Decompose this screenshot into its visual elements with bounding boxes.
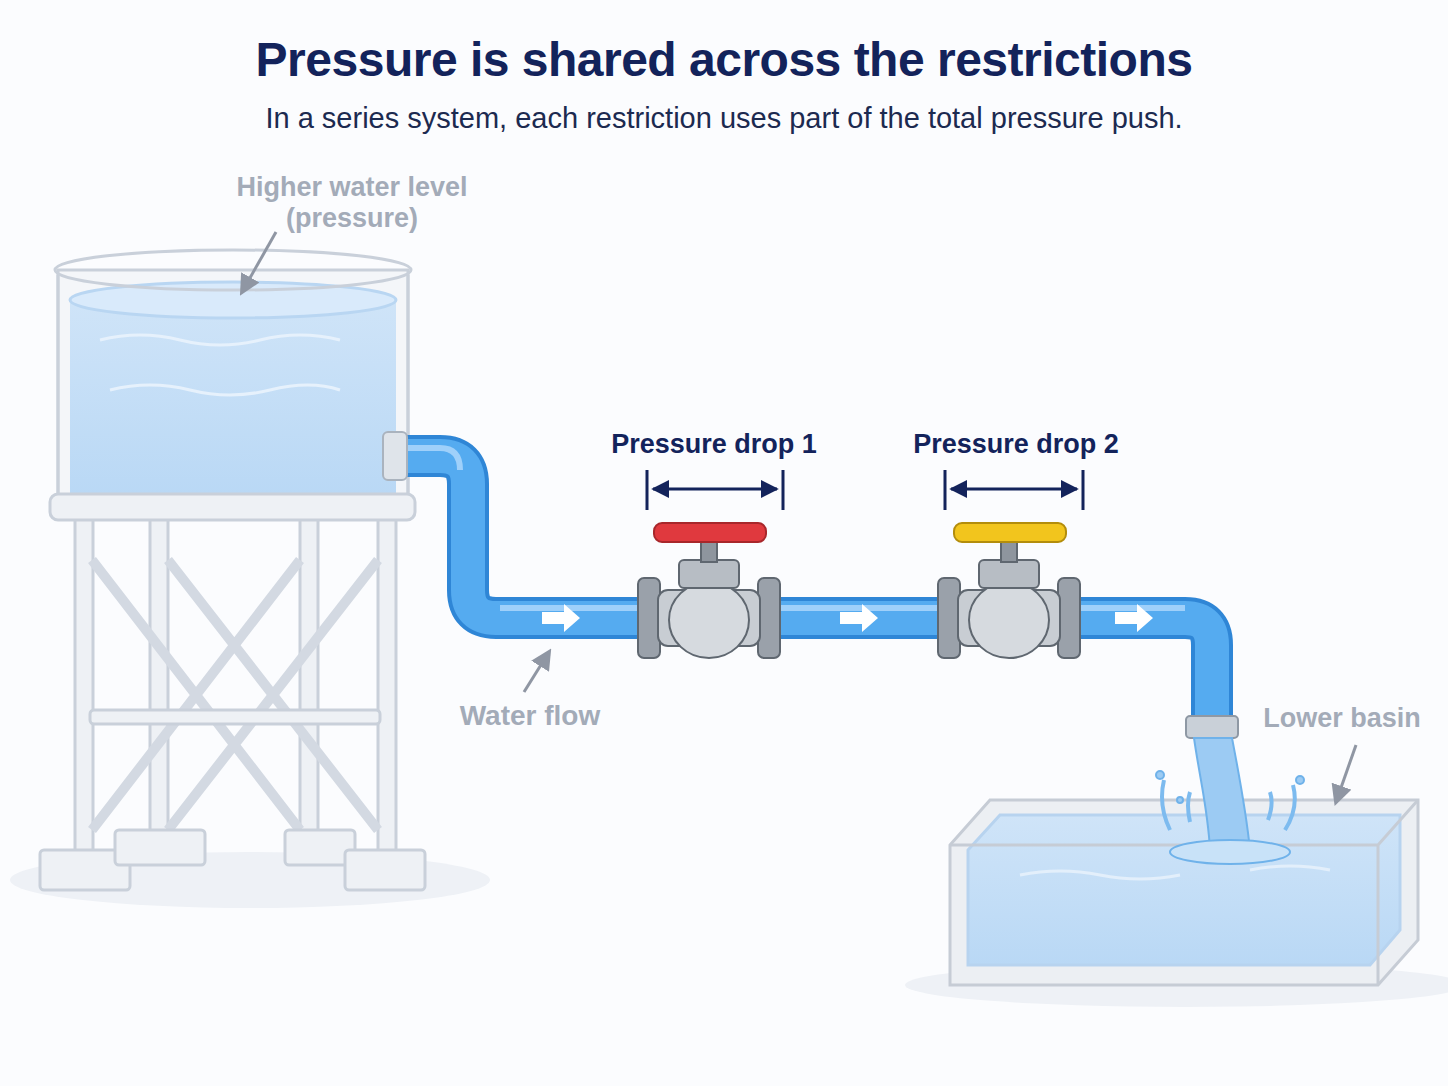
dimension-bracket-part	[1082, 470, 1085, 510]
flow-arrow-part	[840, 604, 878, 632]
water-stream-part	[1177, 797, 1183, 803]
valve-part	[654, 523, 766, 542]
valve-part	[758, 578, 780, 658]
valve-part	[638, 578, 660, 658]
flow-arrow-part	[542, 604, 580, 632]
valve	[638, 523, 780, 658]
flow-label: Water flow	[420, 700, 640, 732]
water-tower-part	[90, 710, 380, 724]
valve-part	[679, 560, 739, 588]
dimension-bracket-part	[646, 470, 649, 510]
water-stream-part	[1296, 776, 1304, 784]
valve-part	[1001, 540, 1017, 562]
valve-part	[954, 523, 1066, 542]
water-tower-part	[70, 282, 396, 318]
basin-label: Lower basin	[1242, 703, 1442, 734]
dimension-label: Pressure drop 1	[584, 429, 844, 460]
pipe-part	[395, 456, 1212, 728]
pipe-part	[395, 456, 1212, 728]
pipe	[383, 432, 1238, 738]
pipe-part	[1186, 716, 1238, 738]
lower-basin-part	[950, 800, 1418, 985]
flow-arrow-part	[1115, 604, 1153, 632]
water-stream-part	[1194, 738, 1250, 850]
dimension-bracket-part	[944, 470, 947, 510]
lower-basin-part	[968, 815, 1400, 965]
water-stream	[1156, 738, 1304, 864]
water-tower-part	[378, 515, 396, 855]
valve-part	[938, 578, 960, 658]
water-tower-part	[50, 494, 415, 520]
water-tower-part	[55, 250, 411, 290]
lower-basin	[950, 800, 1418, 985]
water-tower-part	[75, 515, 93, 855]
valve-part	[979, 560, 1039, 588]
valve-part	[969, 582, 1049, 658]
dimension-bracket-part	[653, 488, 777, 491]
water-tower-part	[92, 560, 378, 830]
valve-part	[1058, 578, 1080, 658]
lower-basin-part	[1020, 866, 1330, 879]
title: Pressure is shared across the restrictio…	[0, 32, 1448, 87]
water-stream-part	[1170, 840, 1290, 864]
water-stream-part	[1162, 780, 1295, 830]
water-tower-part	[58, 270, 408, 498]
leader-arrow-part	[1336, 745, 1356, 802]
water-tower-part	[100, 335, 340, 395]
water-stream-part	[1156, 771, 1164, 779]
pipe-part	[383, 432, 407, 480]
water-tower	[40, 250, 425, 890]
tank-label: Higher water level (pressure)	[221, 172, 483, 234]
valve	[938, 523, 1080, 658]
dimension-bracket	[647, 470, 1083, 510]
valve-part	[701, 540, 717, 562]
leader-arrow	[242, 232, 1356, 802]
dimension-label: Pressure drop 2	[886, 429, 1146, 460]
water-tower-part	[57, 275, 60, 494]
leader-arrow-part	[242, 232, 276, 292]
valve-part	[669, 582, 749, 658]
water-tower-part	[115, 830, 205, 865]
lower-basin-part	[950, 800, 1418, 985]
subtitle: In a series system, each restriction use…	[0, 102, 1448, 135]
leader-arrow-part	[524, 652, 549, 692]
dimension-bracket-part	[951, 488, 1077, 491]
water-tower-part	[345, 850, 425, 890]
water-tower-part	[70, 300, 396, 498]
dimension-bracket-part	[782, 470, 785, 510]
